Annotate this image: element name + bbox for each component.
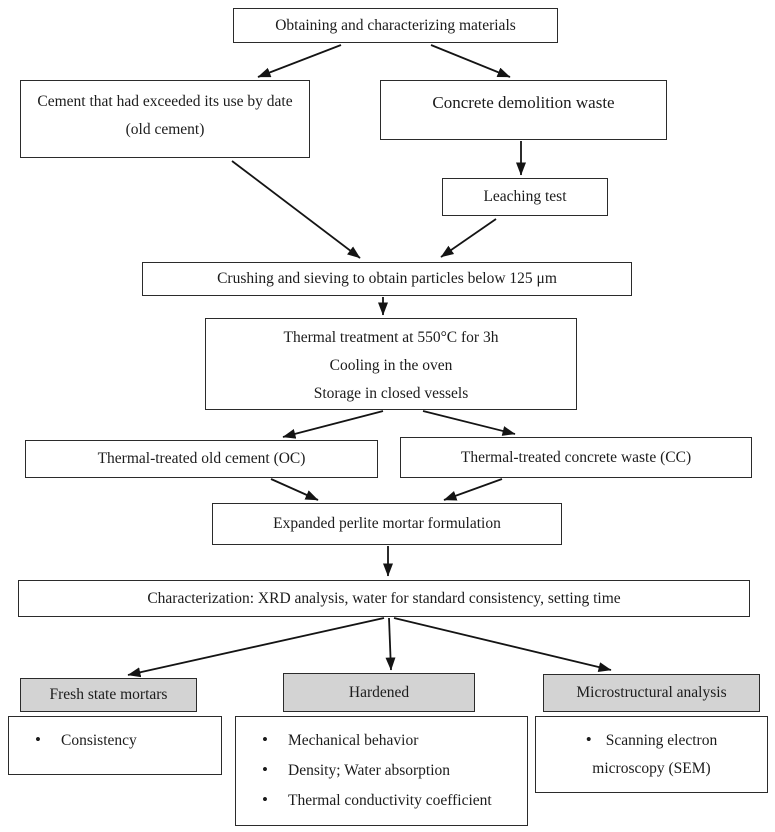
list-item-label: Thermal conductivity coefficient (288, 791, 492, 809)
thermal-line-2: Cooling in the oven (329, 356, 453, 374)
header-hardened: Hardened (283, 673, 475, 712)
list-hardened: Mechanical behavior Density; Water absor… (235, 716, 528, 826)
list-item-label: Scanning electron microscopy (SEM) (592, 732, 718, 777)
list-item: Mechanical behavior (262, 725, 492, 755)
node-concrete-demolition-waste: Concrete demolition waste (380, 80, 667, 140)
arrow-old-cement-to-crushing (231, 160, 361, 259)
node-leaching-test: Leaching test (442, 178, 608, 216)
arrow-leaching-to-crushing (440, 218, 497, 258)
list-item: Scanning electron microscopy (SEM) (554, 725, 750, 782)
arrow-thermal-to-cc (422, 410, 516, 436)
list-item: Density; Water absorption (262, 755, 492, 785)
list-item-label: Consistency (61, 732, 137, 749)
arrow-obtaining-to-old-cement (257, 44, 342, 78)
list-microstructural: Scanning electron microscopy (SEM) (535, 716, 768, 793)
list-item-label: Mechanical behavior (288, 732, 419, 749)
thermal-line-3: Storage in closed vessels (313, 384, 469, 402)
header-microstructural-analysis: Microstructural analysis (543, 674, 760, 712)
list-fresh-state: Consistency (8, 716, 222, 775)
list-item-label: Density; Water absorption (288, 761, 451, 779)
node-thermal-treatment: Thermal treatment at 550°C for 3h Coolin… (205, 318, 577, 410)
arrow-cc-to-perlite (443, 478, 503, 501)
node-obtaining-materials: Obtaining and characterizing materials (233, 8, 558, 43)
arrow-characterization-to-hardened (385, 617, 396, 671)
node-perlite-mortar-formulation: Expanded perlite mortar formulation (212, 503, 562, 545)
arrow-characterization-to-fresh (127, 617, 385, 678)
node-old-cement: Cement that had exceeded its use by date… (20, 80, 310, 158)
list-item: Consistency (35, 725, 137, 755)
node-crushing-sieving: Crushing and sieving to obtain particles… (142, 262, 632, 296)
arrow-thermal-to-oc (282, 410, 384, 439)
header-fresh-state-mortars: Fresh state mortars (20, 678, 197, 712)
node-characterization: Characterization: XRD analysis, water fo… (18, 580, 750, 617)
arrow-characterization-to-micro (393, 617, 612, 672)
node-thermal-treated-concrete-waste: Thermal-treated concrete waste (CC) (400, 437, 752, 478)
list-item: Thermal conductivity coefficient (262, 785, 492, 815)
thermal-line-1: Thermal treatment at 550°C for 3h (283, 329, 499, 346)
arrow-obtaining-to-concrete-waste (430, 44, 511, 78)
arrow-oc-to-perlite (270, 478, 319, 501)
node-thermal-treated-old-cement: Thermal-treated old cement (OC) (25, 440, 378, 478)
